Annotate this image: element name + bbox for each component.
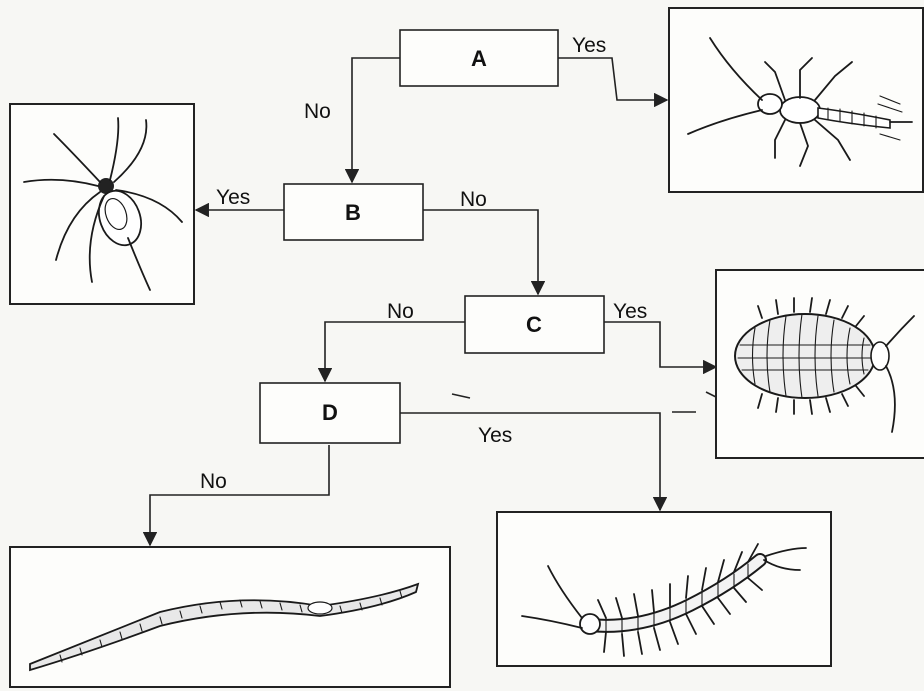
node-c-label: C: [526, 312, 542, 337]
node-a: A: [400, 30, 558, 86]
node-a-label: A: [471, 46, 487, 71]
node-d-label: D: [322, 400, 338, 425]
outcome-c-yes-woodlouse: [716, 270, 924, 458]
edge-c-no: [325, 322, 465, 381]
node-b: B: [284, 184, 423, 240]
edge-d-no: [150, 445, 329, 545]
node-b-label: B: [345, 200, 361, 225]
edge-label-a-yes: Yes: [572, 34, 606, 57]
edge-c-yes: [604, 322, 716, 367]
edge-label-d-no: No: [200, 470, 227, 493]
outcome-b-yes-spider: [10, 104, 194, 304]
edge-b-no: [423, 210, 538, 294]
edge-label-d-yes: Yes: [478, 424, 512, 447]
edge-label-b-no: No: [460, 188, 487, 211]
edge-label-c-yes: Yes: [613, 300, 647, 323]
edge-a-yes: [558, 58, 667, 100]
edge-a-no: [352, 58, 400, 182]
edge-label-c-no: No: [387, 300, 414, 323]
outcome-a-yes-insect: [669, 8, 923, 192]
edge-label-b-yes: Yes: [216, 186, 250, 209]
scan-mark: [452, 394, 470, 398]
outcome-d-no-earthworm: [10, 547, 450, 687]
node-c: C: [465, 296, 604, 353]
outcome-d-yes-centipede: [497, 512, 831, 666]
edge-d-yes: [400, 413, 660, 510]
edge-label-a-no: No: [304, 100, 331, 123]
node-d: D: [260, 383, 400, 443]
